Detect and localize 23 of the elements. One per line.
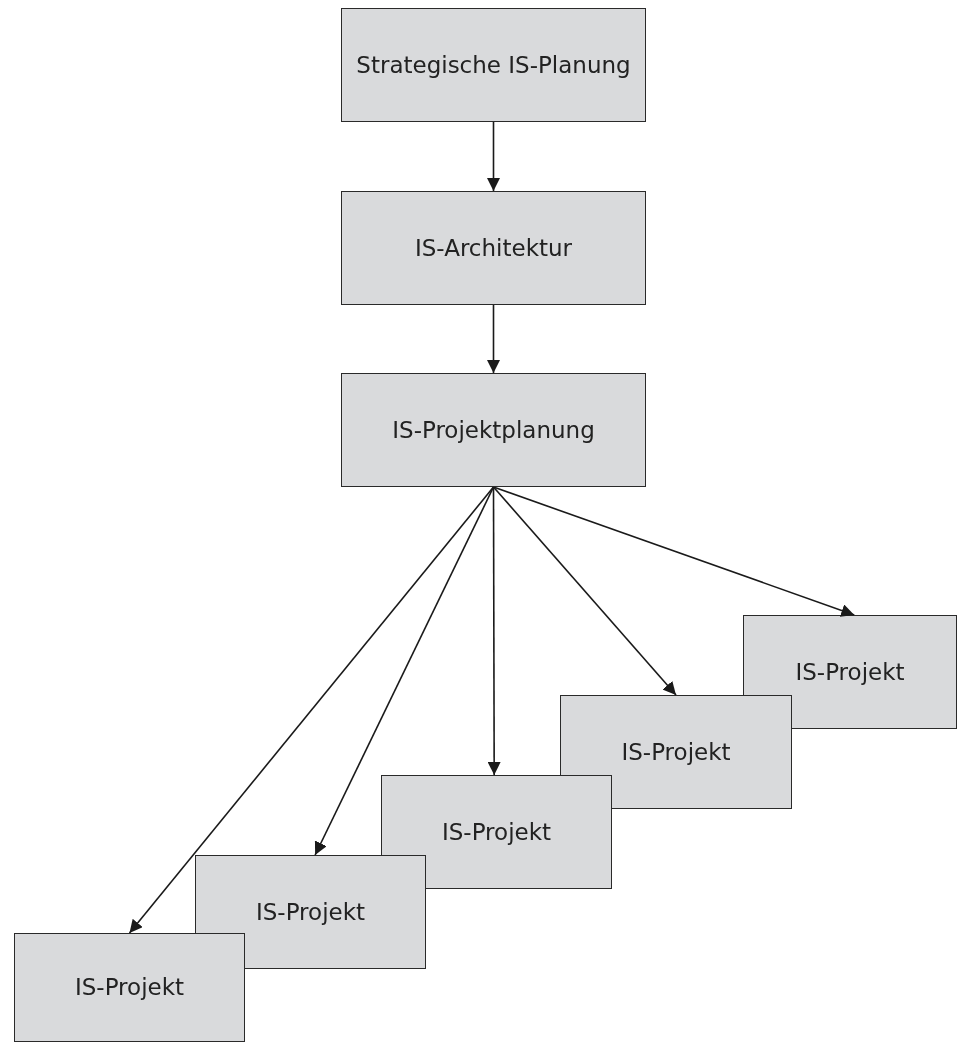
arrow	[492, 486, 856, 617]
process-box	[14, 933, 245, 1042]
process-box	[743, 615, 957, 729]
arrow	[487, 304, 500, 374]
process-box	[341, 191, 646, 305]
arrow	[314, 486, 495, 856]
arrow	[487, 121, 500, 192]
box-label: IS-Projekt	[255, 897, 366, 927]
process-box	[381, 775, 612, 889]
box-label: IS-Architektur	[415, 233, 572, 263]
box-label: IS-Projekt	[795, 657, 905, 687]
arrow	[128, 486, 495, 934]
process-box	[195, 855, 426, 969]
box-label: IS-Projekt	[441, 817, 552, 847]
box-label: IS-Projektplanung	[392, 415, 595, 445]
arrow	[492, 486, 677, 696]
box-label: IS-Projekt	[621, 737, 731, 767]
process-box	[341, 8, 646, 122]
box-label: Strategische IS-Planung	[356, 50, 631, 80]
arrow	[487, 486, 501, 776]
process-box	[560, 695, 792, 809]
box-label: IS-Projekt	[74, 973, 185, 1002]
process-box	[341, 373, 646, 487]
